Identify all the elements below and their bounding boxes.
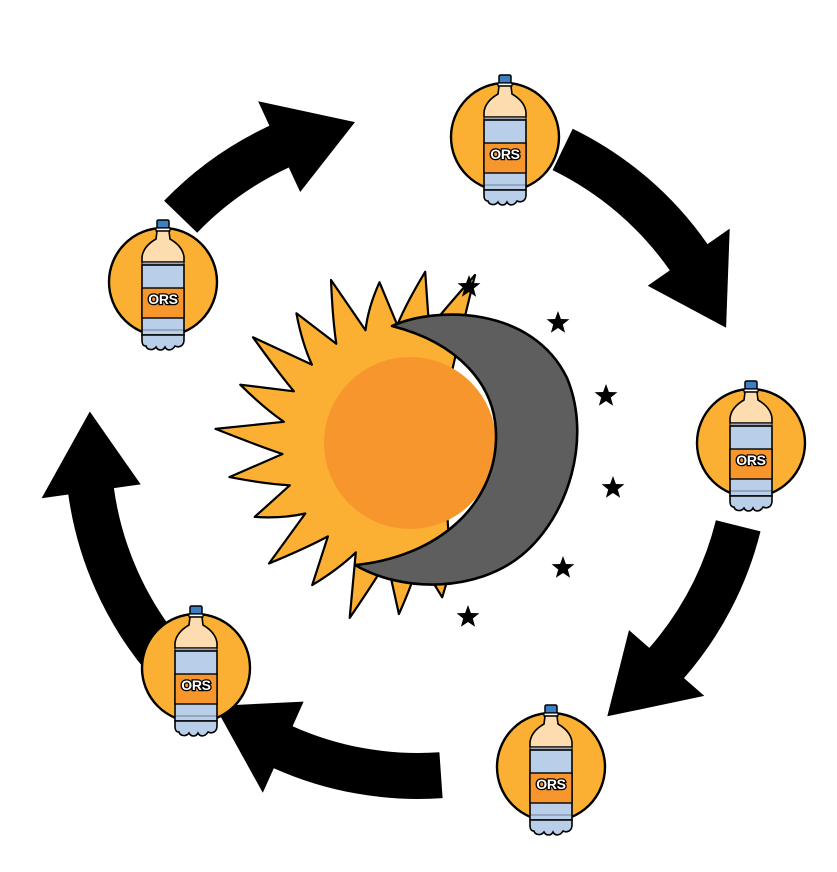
cycle-arrow-3: [607, 520, 761, 717]
bottle-left-node: ORS: [107, 219, 219, 351]
cycle-arrow-4: [214, 701, 443, 799]
ors-label: ORS: [181, 677, 210, 693]
ors-label: ORS: [490, 146, 519, 162]
bottle-top-node: ORS: [449, 74, 561, 206]
cycle-arrow-2: [552, 128, 730, 328]
cycle-arrows: [41, 101, 761, 799]
star-icon: [457, 275, 481, 297]
stars-group: [456, 275, 625, 627]
ors-nodes: ORS ORS ORS ORS ORS: [107, 74, 807, 836]
sun-icon: [214, 270, 496, 619]
cycle-arrow-1: [164, 101, 355, 233]
star-icon: [551, 556, 575, 578]
bottle-right-node: ORS: [695, 380, 807, 512]
cycle-arrow-5: [41, 411, 183, 673]
star-icon: [456, 605, 480, 627]
ors-label: ORS: [148, 291, 177, 307]
star-icon: [546, 311, 570, 333]
ors-label: ORS: [536, 776, 565, 792]
ors-label: ORS: [736, 452, 765, 468]
bottle-bottom-right-node: ORS: [495, 704, 607, 836]
bottle-bottom-left-node: ORS: [140, 605, 252, 737]
moon-icon: [353, 313, 579, 586]
star-icon: [594, 384, 618, 406]
star-icon: [601, 476, 625, 498]
solar-eclipse-illustration: [214, 270, 625, 627]
